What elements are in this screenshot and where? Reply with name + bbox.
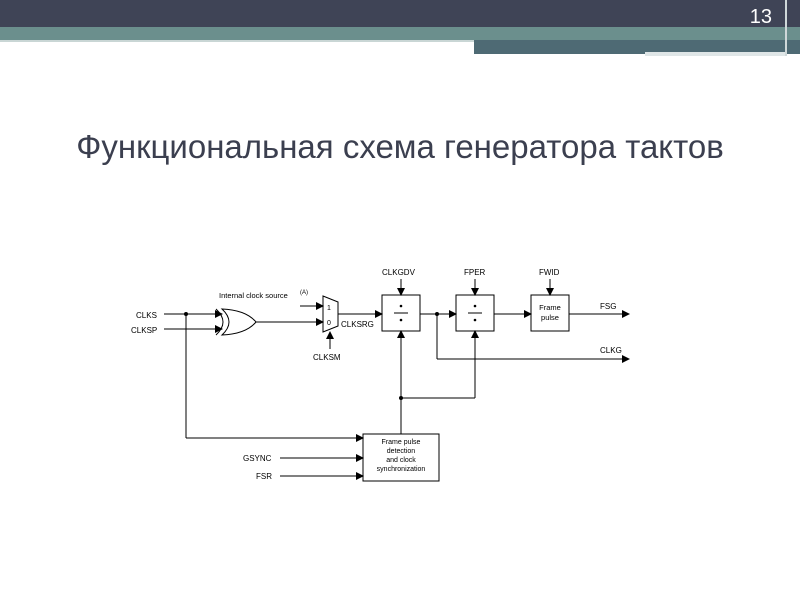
- sync-block: [362, 433, 440, 482]
- xor-gate: [220, 308, 257, 336]
- fsg-label: FSG: [600, 302, 616, 311]
- fwid-label: FWID: [539, 268, 560, 277]
- clksm-label: CLKSM: [313, 353, 341, 362]
- sync-block-label-4: synchronization: [377, 466, 426, 473]
- mux-in1-label: 1: [327, 305, 331, 312]
- clksp-label: CLKSP: [131, 326, 157, 335]
- clks-junction: [184, 312, 188, 316]
- mux-in0-label: 0: [327, 320, 331, 327]
- header-stripe-light: [0, 40, 474, 42]
- clkg-label: CLKG: [600, 346, 622, 355]
- header-stripe-dark: [474, 40, 800, 54]
- clksrg-label: CLKSRG: [341, 320, 374, 329]
- fper-label: FPER: [464, 268, 486, 277]
- xor-gate-back-curve: [215, 308, 224, 336]
- header-bar: [0, 0, 800, 27]
- frame-pulse-label-2: pulse: [541, 313, 559, 322]
- clks-label: CLKS: [136, 311, 157, 320]
- internal-clock-note: (A): [300, 290, 308, 296]
- sync-junction: [399, 396, 403, 400]
- sync-block-label-1: Frame pulse: [382, 439, 421, 446]
- header-edge: [785, 0, 787, 56]
- page-number: 13: [749, 6, 772, 28]
- frame-pulse-label-1: Frame: [539, 303, 561, 312]
- sync-block-label-2: detection: [387, 448, 416, 455]
- sync-block-label-3: and clock: [386, 457, 416, 464]
- slide-title: Функциональная схема генератора тактов: [76, 128, 724, 165]
- header-stripe-accent: [645, 52, 785, 56]
- fsr-label: FSR: [256, 472, 272, 481]
- mux: [322, 295, 339, 333]
- header-stripe: [0, 27, 800, 40]
- gsync-label: GSYNC: [243, 454, 272, 463]
- internal-clock-label: Internal clock source: [219, 291, 288, 300]
- clkgdv-label: CLKGDV: [382, 268, 416, 277]
- clkg-junction: [435, 312, 439, 316]
